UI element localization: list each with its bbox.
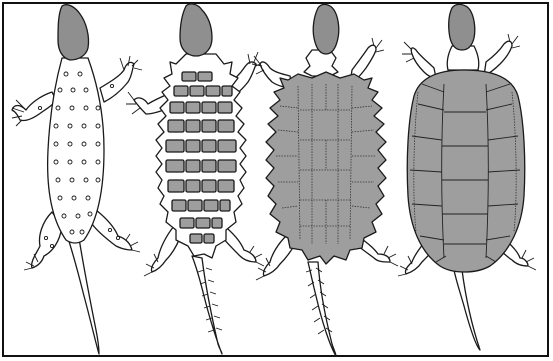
stage-4-left-forelimb (411, 48, 436, 78)
stage-3-head (313, 4, 339, 54)
stage-2-armored (126, 4, 264, 354)
stage-4-right-forelimb (484, 41, 512, 76)
stage-1-reptile (12, 5, 142, 354)
stage-3-spiny-shell (252, 4, 398, 356)
stage-4-tail (454, 270, 480, 350)
stage-3-tail (308, 262, 336, 356)
stage-4-head (449, 4, 475, 50)
stage-4-smooth-shell (398, 4, 536, 350)
stage-2-head (180, 4, 212, 56)
stage-1-head (58, 5, 89, 60)
stage-1-tail (66, 232, 99, 354)
stage-3-neck (304, 50, 338, 76)
stage-1-right-forelimb (100, 62, 134, 102)
stage-2-tail (192, 256, 222, 354)
